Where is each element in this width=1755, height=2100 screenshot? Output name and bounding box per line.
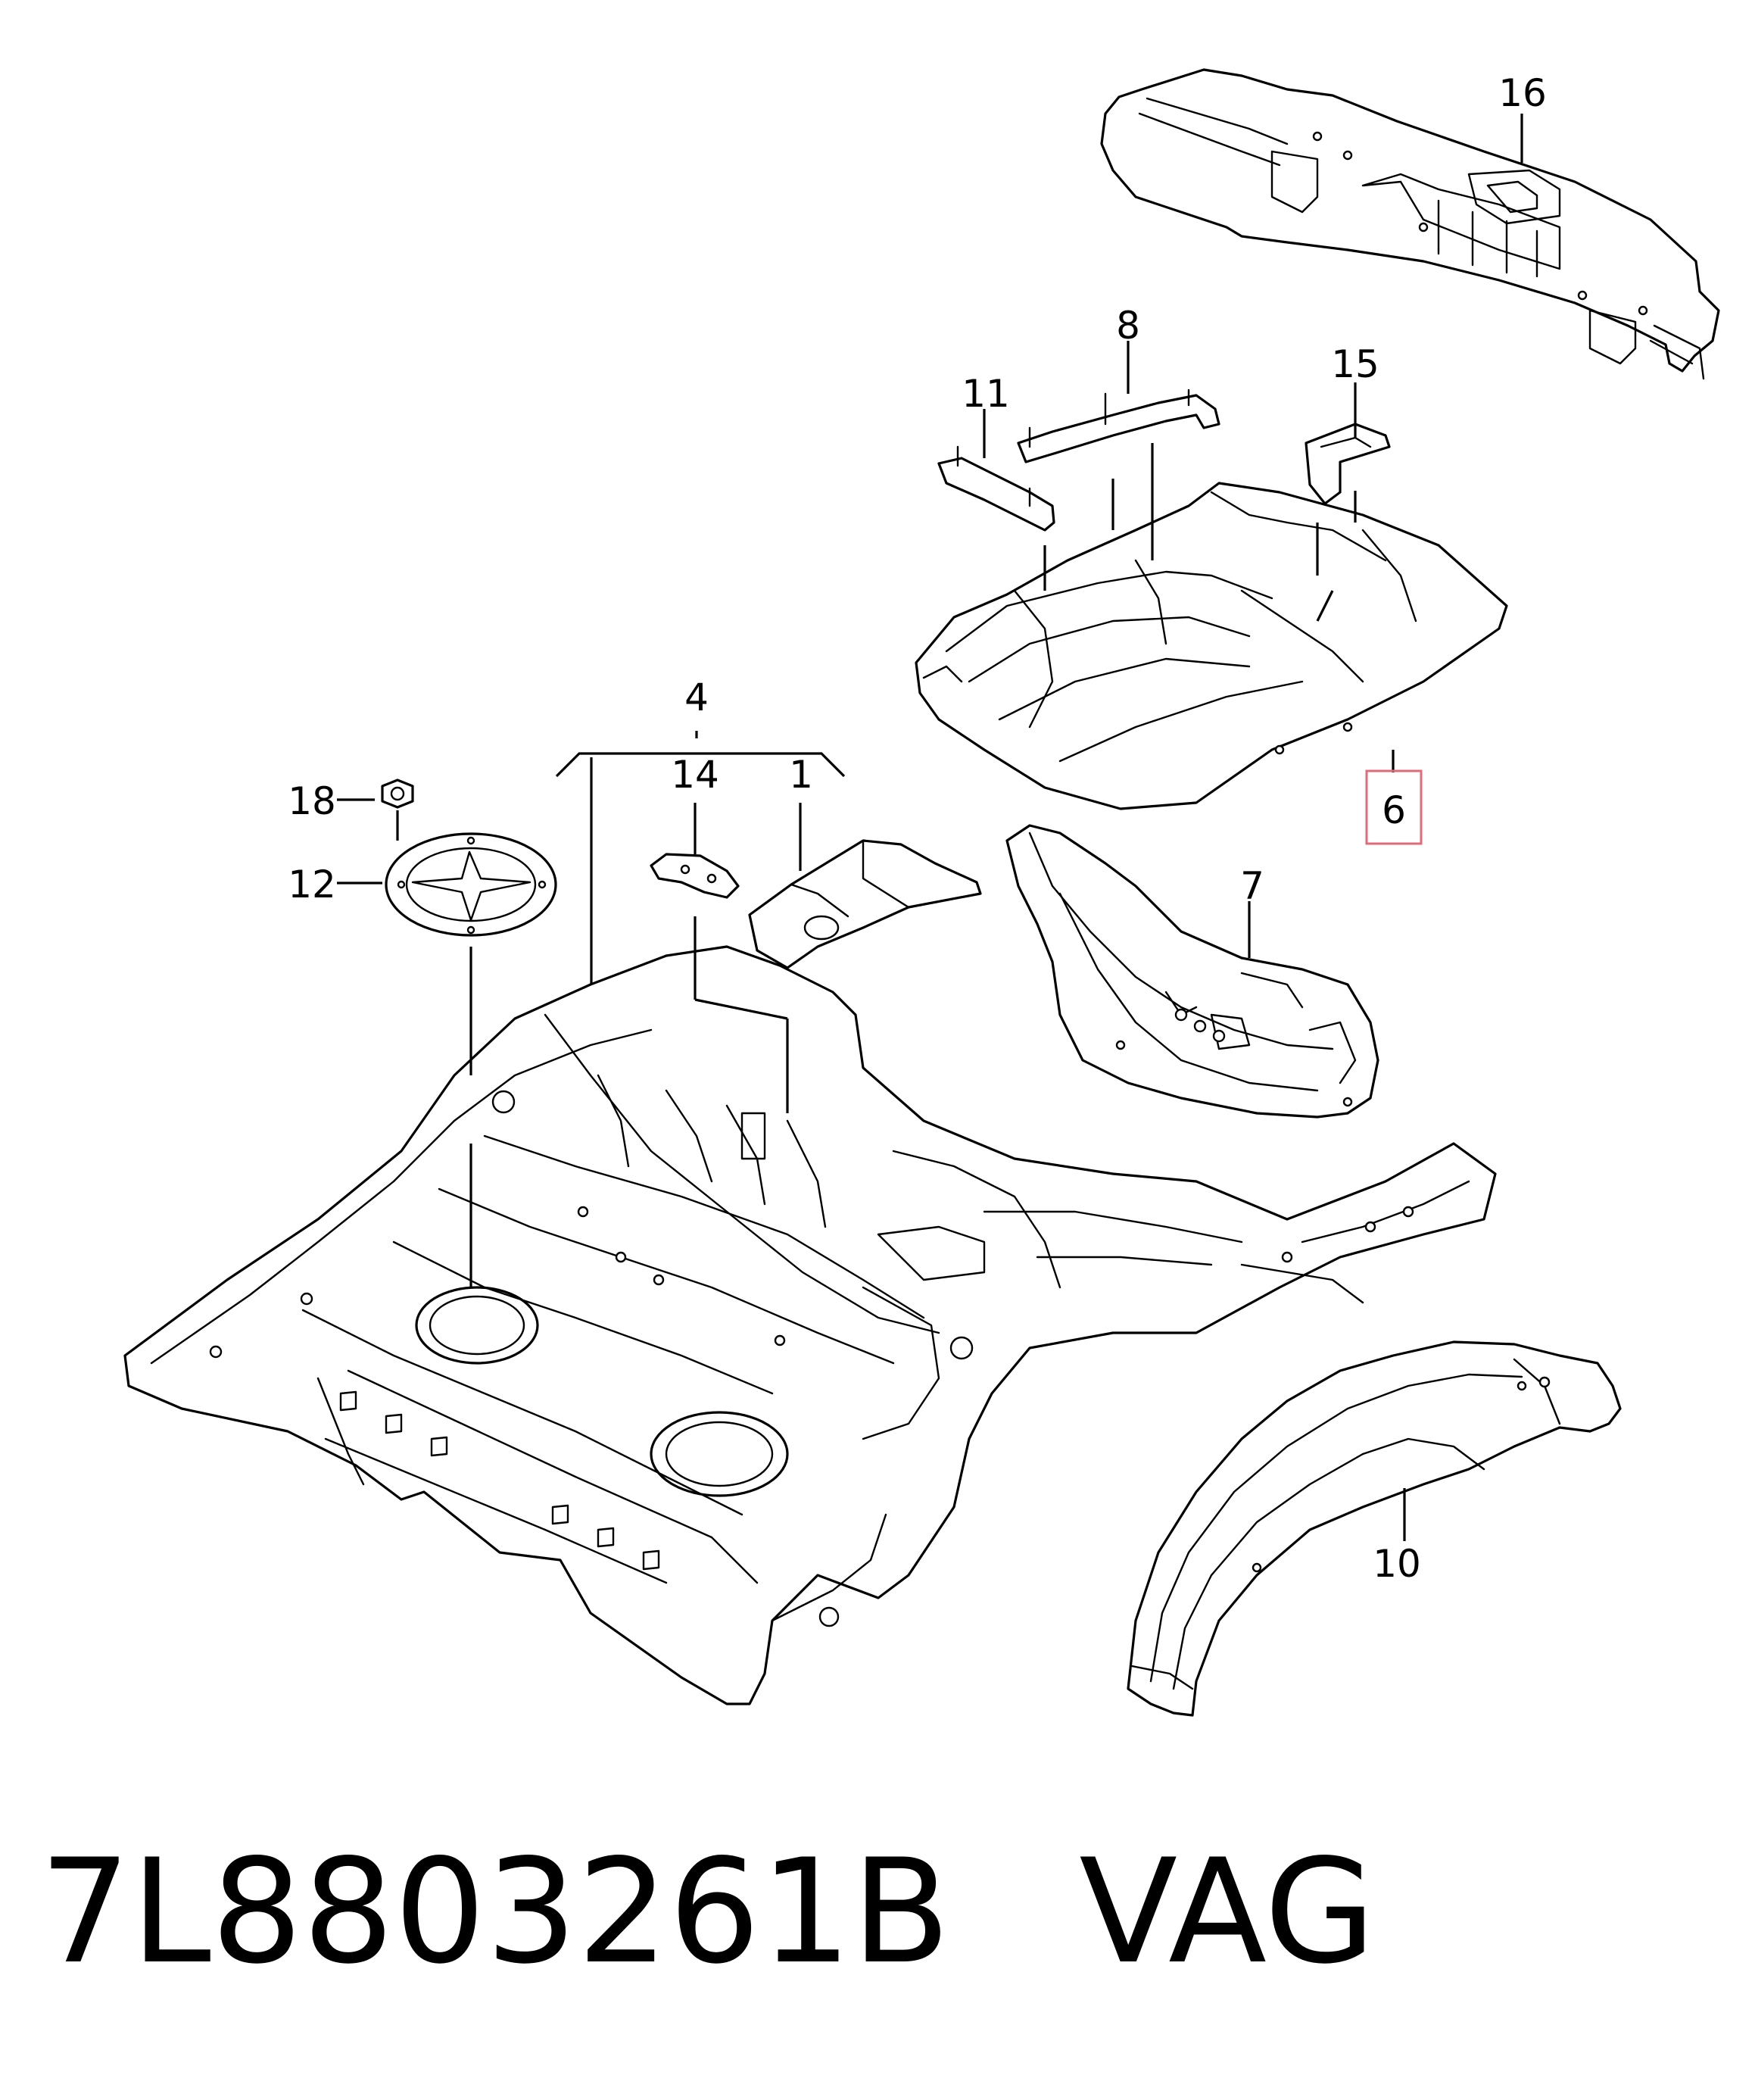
- brand-name: VAG: [1079, 1828, 1376, 1995]
- callout-12: 12: [288, 863, 336, 906]
- callout-18: 18: [288, 779, 336, 823]
- callout-labels: 16 8 11 15 6 7 10 4 14 1 18 12: [288, 71, 1547, 1586]
- bracket-part-8: [1017, 388, 1220, 463]
- callout-8: 8: [1116, 304, 1140, 348]
- callout-16: 16: [1498, 71, 1547, 115]
- highlight-box-6: [1365, 769, 1423, 845]
- callout-15: 15: [1331, 342, 1379, 386]
- callout-6: 6: [1382, 788, 1406, 832]
- callout-11: 11: [962, 372, 1010, 416]
- nut-part-18: [381, 779, 414, 809]
- callout-14: 14: [671, 753, 719, 797]
- part-number: 7L8803261B: [39, 1828, 951, 1995]
- callout-7: 7: [1240, 864, 1264, 908]
- bracket-part-11: [937, 445, 1055, 532]
- rear-panel-part-16: [1100, 68, 1720, 380]
- plate-part-1: [748, 839, 982, 969]
- cross-member-part-7: [1005, 824, 1379, 1119]
- leader-lines: [337, 114, 1523, 1541]
- callout-1: 1: [789, 753, 813, 797]
- callout-4: 4: [684, 676, 709, 719]
- bracket-part-14: [650, 853, 740, 899]
- bracket-part-15: [1305, 423, 1391, 505]
- rear-floor-part-4: [123, 945, 1497, 1705]
- spare-wheel-well-part-6: [915, 482, 1508, 810]
- callout-10: 10: [1373, 1542, 1421, 1586]
- wheel-arch-part-10: [1127, 1340, 1622, 1717]
- cover-plate-part-12: [385, 832, 557, 937]
